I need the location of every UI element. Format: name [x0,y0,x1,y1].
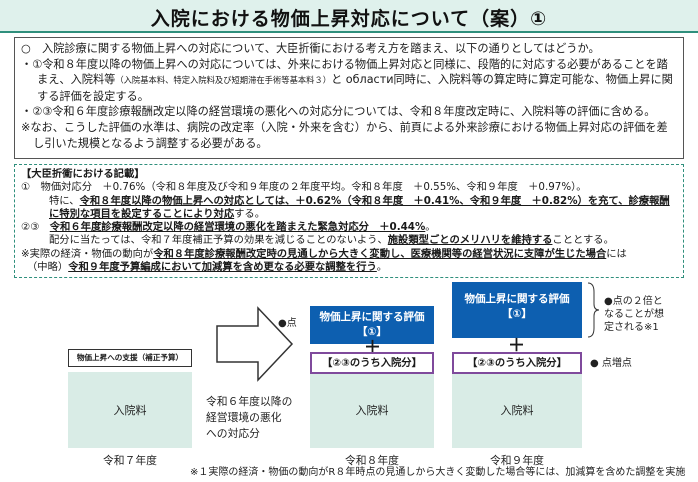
fy9-base-label: 入院料 [500,404,534,417]
fy7-base-label: 入院料 [113,404,147,417]
minister-heading: 【大臣折衝における記載】 [21,168,145,180]
fy8-eval-label: 物価上昇に関する評価 [319,311,425,323]
year-fy9: 令和９年度 [490,454,544,467]
minister-line-5-lead: ※実際の経済・物価の動向が [21,247,154,260]
minister-line-5-tail: には [606,247,627,260]
minister-line-4-lead: 配分に当たっては、令和７年度補正予算の効果を減じることのないよう、 [49,234,388,247]
fy8-base-panel [310,374,434,448]
fy9-purple-box: 【②③のうち入院分】 [452,352,582,374]
fy7-base-panel [68,372,192,448]
support-label: 物価上昇への支援（補正予算） [68,349,192,367]
minister-line-1: ① 物価対応分 ＋0.76%（令和８年度及び令和９年度の２年度平均。令和８年度 … [21,181,587,194]
fy9-eval-num: 【①】 [502,308,532,320]
fy9-base-panel [452,374,582,448]
year-fy7: 令和７年度 [103,454,157,467]
right-note: ●点の２倍と なることが想 定される※1 [604,295,696,334]
minister-line-6: （中略）令和９年度予算編成において加減算を含め更なる必要な調整を行う。 [21,261,677,274]
fy9-eval-box: 物価上昇に関する評価 【①】 [452,282,582,338]
minister-line-4-emphasis: 施設類型ごとのメリハリを維持する [387,234,553,247]
summary-paragraph-4: ※なお、こうした評価の水準は、病院の改定率（入院・外来を含む）から、前頁による外… [21,120,668,150]
summary-paragraph-3: ・②③令和６年度診療報酬改定以降の経営環境の悪化への対応分については、令和８年度… [21,105,656,119]
mid-description: 令和６年度以降の 経営環境の悪化 への対応分 [206,394,292,442]
summary-paragraph-2: ・①令和８年度以降の物価上昇への対応については、外来における物価上昇対応と同様に… [21,57,677,105]
mid-description-line-3: への対応分 [206,427,260,440]
right-note-line-2: なることが想 [604,309,664,320]
page-title: 入院における物価上昇対応について（案）① [150,8,548,30]
fy8-purple-box: 【②③のうち入院分】 [310,352,434,374]
minister-line-2: 特に、令和８年度以降の物価上昇への対応としては、＋0.62%（令和８年度 ＋0.… [21,195,677,222]
fy9-eval-label: 物価上昇に関する評価 [464,293,570,305]
minister-line-6-tail: 。 [376,261,388,274]
mid-description-line-2: 経営環境の悪化 [206,411,282,424]
right-note-line-1: ●点の２倍と [604,296,663,307]
minister-line-5-emphasis: 令和８年度診療報酬改定時の見通しから大きく変動し、医療機関等の経営状況に支障が生… [153,247,607,260]
minister-line-4-tail: こととする。 [552,234,614,247]
footnote: ※１実際の経済・物価の動向がR８年時点の見通しから大きく変動した場合等には、加減… [190,467,686,478]
fy8-eval-num: 【①】 [357,326,387,338]
minister-line-6-lead: （中略） [27,261,69,274]
minister-line-5: ※実際の経済・物価の動向が令和８年度診療報酬改定時の見通しから大きく変動し、医療… [21,248,677,261]
minister-line-2-lead: 特に、 [49,194,80,207]
right-brace-icon [587,282,600,338]
dot-point-label: ●点 [278,318,297,329]
minister-line-3-tail: 。 [425,221,436,234]
minister-line-3: ②③ 令和６年度診療報酬改定以降の経営環境の悪化を踏まえた緊急対応分 ＋0.44… [21,221,677,234]
summary-paragraph-2-text-a: ・①令和８年度以降の物価上昇への対応については、外来における物価上昇対応と同様に… [21,57,668,87]
minister-line-3-lead: ②③ [21,221,50,234]
summary-paragraph-2-text-b: と области同時に、入院料等の算定時に算定可能な、物価上昇に関する評価を設… [37,73,673,103]
title-bar: 入院における物価上昇対応について（案）① [0,0,698,33]
right-arrow-icon [216,306,294,382]
minister-line-4: 配分に当たっては、令和７年度補正予算の効果を減じることのないよう、施設類型ごとの… [21,234,677,247]
minister-line-3-emphasis: 令和６年度診療報酬改定以降の経営環境の悪化を踏まえた緊急対応分 ＋0.44% [49,221,426,234]
summary-box: ○ 入院診療に関する物価上昇への対応について、大臣折衝における考え方を踏まえ、以… [14,37,684,159]
dot-increase-label: ● 点増点 [590,358,632,369]
mid-description-line-1: 令和６年度以降の [206,395,293,408]
right-note-line-3: 定される※1 [604,322,659,333]
minister-line-2-emphasis: 令和８年度以降の物価上昇への対応としては、＋0.62%（令和８年度 ＋0.41%… [49,194,670,220]
fy8-base-label: 入院料 [355,404,389,417]
year-fy8: 令和８年度 [345,454,399,467]
fy9-plus-sign: ＋ [508,336,525,356]
minister-negotiation-box: 【大臣折衝における記載】 ① 物価対応分 ＋0.76%（令和８年度及び令和９年度… [14,164,684,278]
fy8-eval-box: 物価上昇に関する評価 【①】 [310,306,434,344]
minister-line-6-emphasis: 令和９年度予算編成において加減算を含め更なる必要な調整を行う [68,261,377,274]
summary-paragraph-1: ○ 入院診療に関する物価上昇への対応について、大臣折衝における考え方を踏まえ、以… [21,42,600,55]
minister-line-2-tail: する。 [234,207,266,220]
summary-paragraph-2-note: （入院基本料、特定入院料及び短期滞在手術等基本料３） [115,75,332,86]
